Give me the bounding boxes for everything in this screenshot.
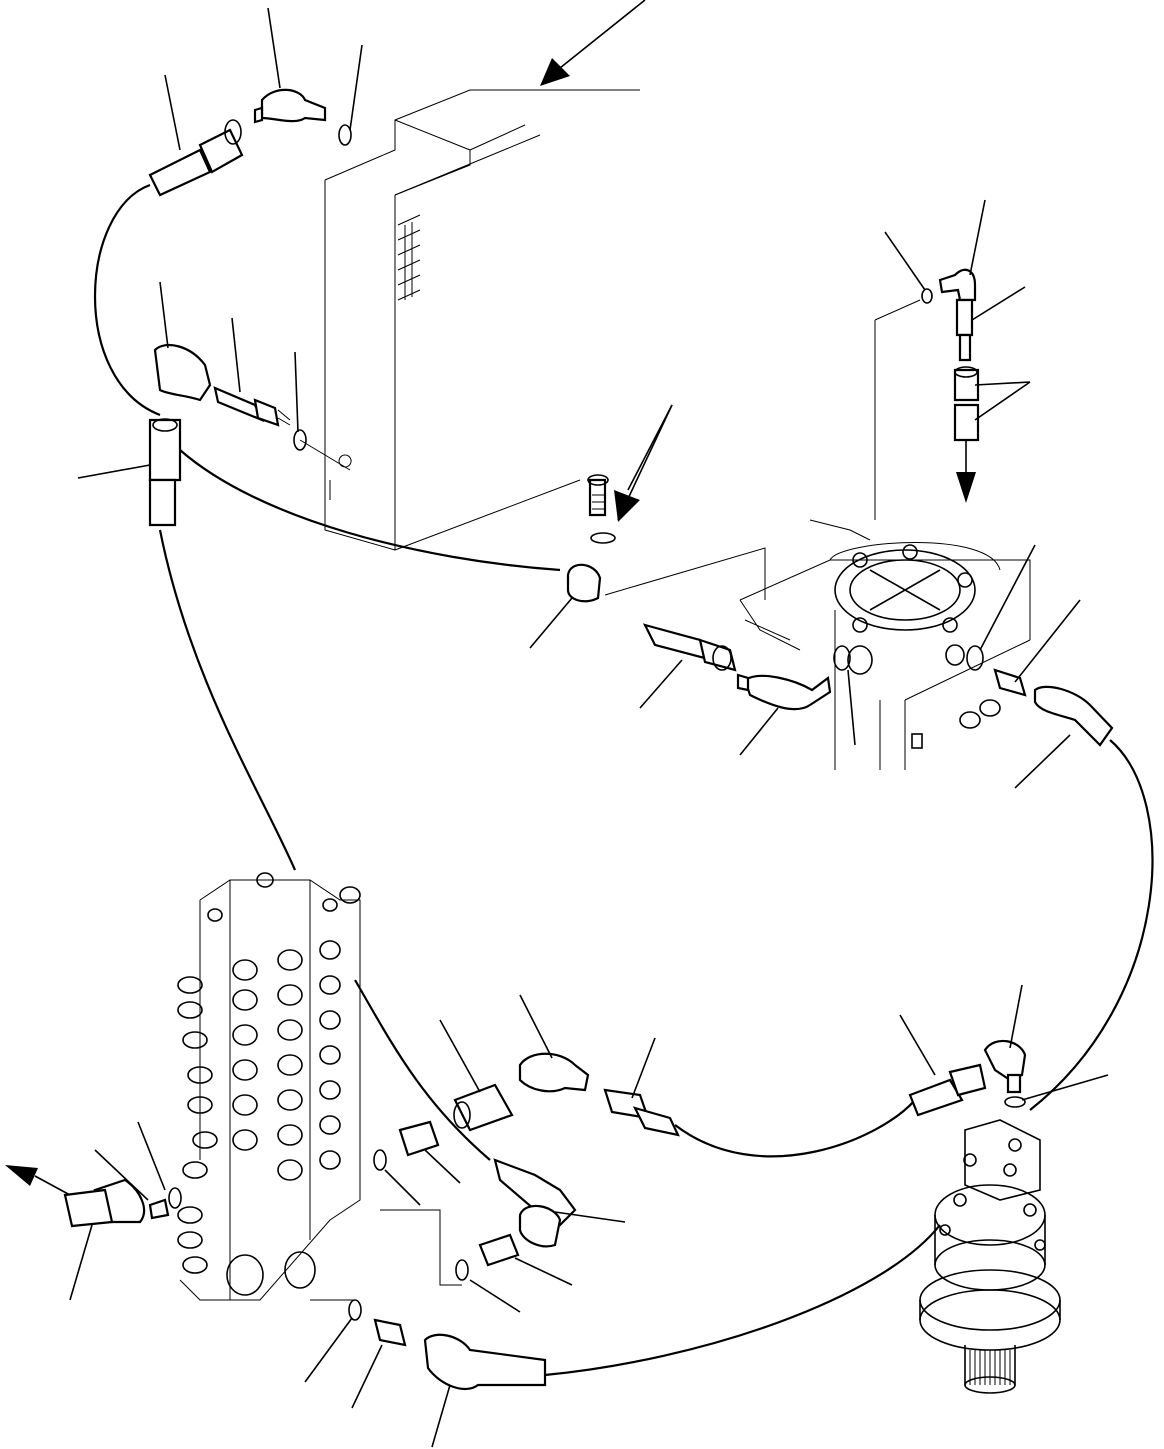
arrow-right-down: [956, 440, 976, 503]
hose-motor-return: [674, 1099, 916, 1158]
hose-motor-to-valve: [544, 1224, 941, 1377]
arrow-top-right: [540, 0, 646, 86]
hose-valve-cross: [354, 979, 491, 1161]
fittings-bottom: [63, 1178, 547, 1390]
fittings-center: [566, 474, 1114, 747]
hoses: [94, 183, 1154, 1377]
fittings-top-left: [148, 88, 352, 527]
hose-top-left-loop: [94, 183, 161, 417]
cooler-core-grid: [397, 214, 421, 301]
swivel-joint-block: [739, 299, 1031, 770]
hose-cooler-to-valve: [158, 529, 297, 871]
callout-leaders: [69, 7, 1109, 1448]
direction-arrows: [5, 0, 976, 1196]
arrow-left-out: [5, 1165, 71, 1196]
hose-to-swivel: [179, 449, 561, 572]
arrow-center: [614, 404, 673, 522]
fittings-top-right: [921, 268, 980, 442]
control-valve-stack: [177, 872, 361, 1301]
fittings-lower-middle: [373, 1039, 1027, 1281]
assembly-guide-lines: [299, 439, 766, 1301]
valve-spools: [177, 872, 361, 1296]
swing-motor: [919, 1119, 1061, 1394]
hose-swivel-to-motor: [1029, 739, 1154, 1111]
oil-cooler-housing: [324, 89, 640, 551]
